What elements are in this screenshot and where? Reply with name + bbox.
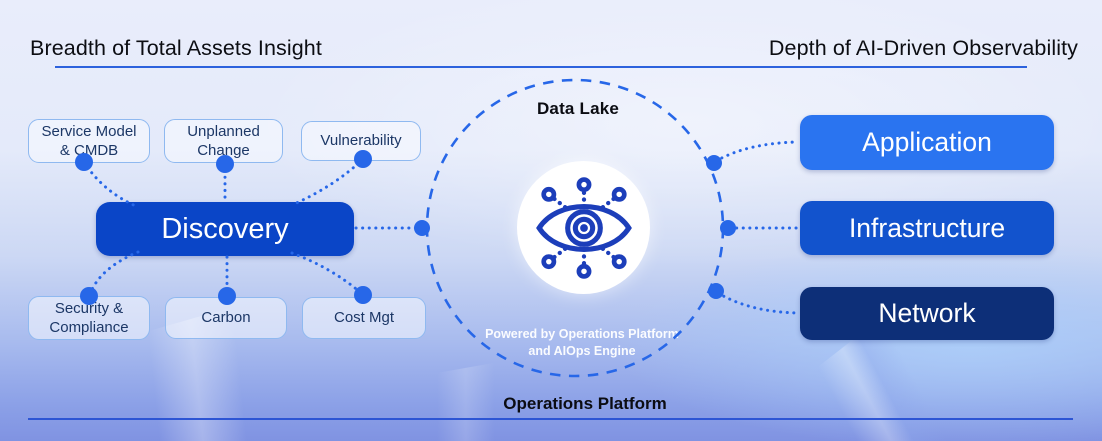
node-security-compliance[interactable]: Security & Compliance (28, 296, 150, 340)
node-label: Carbon (201, 309, 251, 327)
powered-by-line1: Powered by Operations Platform (485, 327, 679, 341)
powered-by-caption: Powered by Operations Platform and AIOps… (452, 326, 712, 360)
discovery-button[interactable]: Discovery (96, 202, 354, 256)
node-vulnerability[interactable]: Vulnerability (301, 121, 421, 161)
network-label: Network (878, 298, 976, 328)
node-service-model-cmdb[interactable]: Service Model & CMDB (28, 119, 150, 163)
node-label: Vulnerability (320, 132, 402, 150)
network-button[interactable]: Network (800, 287, 1054, 340)
node-label: Compliance (49, 319, 129, 336)
infrastructure-label: Infrastructure (848, 212, 1006, 243)
data-lake-title: Data Lake (536, 99, 620, 118)
background-swoosh (0, 251, 475, 441)
header-depth: Depth of AI-Driven Observability (768, 36, 1078, 60)
node-label: Change (197, 142, 250, 159)
footer-underline (28, 418, 1073, 420)
node-label: Unplanned (187, 122, 260, 140)
header-underline (55, 66, 1027, 68)
operations-platform-label: Operations Platform (503, 394, 667, 413)
node-label: Service Model (41, 122, 137, 140)
infrastructure-button[interactable]: Infrastructure (800, 201, 1054, 255)
header-breadth: Breadth of Total Assets Insight (30, 36, 322, 60)
node-unplanned-change[interactable]: Unplanned Change (164, 119, 283, 163)
node-label: Cost Mgt (333, 309, 394, 327)
powered-by-line2: and AIOps Engine (528, 343, 636, 358)
node-cost-mgt[interactable]: Cost Mgt (302, 297, 426, 339)
node-carbon[interactable]: Carbon (165, 297, 287, 339)
discovery-label: Discovery (161, 212, 289, 245)
observability-eye-icon (535, 176, 632, 279)
application-label: Application (862, 127, 992, 157)
node-label: Security & (54, 299, 124, 317)
data-lake-hub (517, 161, 650, 294)
node-label: & CMDB (59, 142, 119, 159)
application-button[interactable]: Application (800, 115, 1054, 170)
